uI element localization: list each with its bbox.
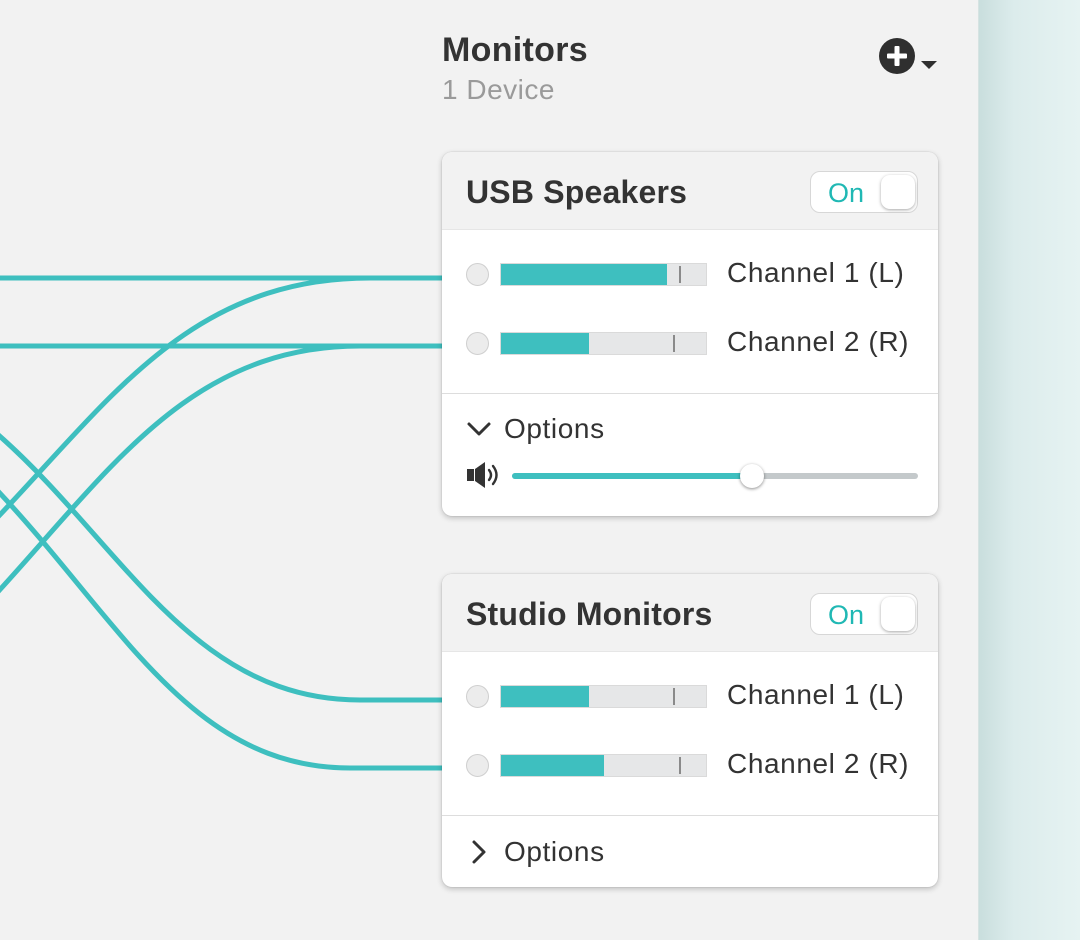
- channel-input-port[interactable]: [466, 332, 489, 355]
- device-name: Studio Monitors: [466, 596, 713, 632]
- channel-label: Channel 2 (R): [727, 326, 910, 357]
- options-panel: Options: [442, 393, 938, 516]
- chevron-down-icon: [467, 422, 491, 436]
- channel-list: Channel 1 (L) Channel 2 (R): [442, 652, 938, 815]
- level-meter-fill: [501, 333, 590, 354]
- device-power-toggle[interactable]: On: [810, 171, 918, 213]
- options-label: Options: [504, 836, 605, 867]
- level-meter-peak: [673, 688, 676, 705]
- caret-down-icon: [921, 61, 937, 69]
- channel-label: Channel 1 (L): [727, 679, 905, 710]
- level-meter-fill: [501, 755, 604, 776]
- volume-slider[interactable]: [466, 460, 918, 490]
- device-count: 1 Device: [442, 74, 555, 105]
- wire-usb-ch2-curve: [0, 343, 477, 594]
- level-meter-fill: [501, 264, 668, 285]
- channel-row: Channel 1 (L): [442, 240, 938, 309]
- toggle-knob: [881, 175, 915, 209]
- device-card-header: Studio Monitors On: [442, 574, 938, 652]
- toggle-knob: [881, 597, 915, 631]
- toggle-label: On: [828, 600, 865, 630]
- device-name: USB Speakers: [466, 174, 688, 210]
- level-meter: [500, 263, 707, 286]
- add-device-button[interactable]: [876, 36, 942, 76]
- device-card-usb-speakers: USB Speakers On Channel 1 (L): [442, 152, 938, 516]
- channel-label: Channel 1 (L): [727, 257, 905, 288]
- options-label: Options: [504, 413, 605, 444]
- level-meter-peak: [673, 335, 676, 352]
- channel-row: Channel 1 (L): [442, 662, 938, 731]
- level-meter: [500, 332, 707, 355]
- right-panel-edge: [978, 0, 1080, 940]
- level-meter-fill: [501, 686, 590, 707]
- device-card-header: USB Speakers On: [442, 152, 938, 230]
- channel-row: Channel 2 (R): [442, 731, 938, 800]
- channel-list: Channel 1 (L) Channel 2 (R): [442, 230, 938, 393]
- level-meter: [500, 754, 707, 777]
- chevron-right-icon: [472, 840, 486, 864]
- level-meter-peak: [679, 757, 682, 774]
- wire-studio-ch2: [0, 489, 477, 771]
- volume-track-fill: [512, 473, 752, 479]
- channel-row: Channel 2 (R): [442, 309, 938, 378]
- channel-input-port[interactable]: [466, 754, 489, 777]
- volume-track[interactable]: [512, 464, 918, 488]
- speaker-volume-icon: [467, 462, 498, 488]
- channel-input-port[interactable]: [466, 263, 489, 286]
- options-expander[interactable]: Options: [466, 412, 605, 446]
- plus-circle-icon: [879, 38, 915, 74]
- level-meter-peak: [679, 266, 682, 283]
- wire-usb-ch1-curve: [0, 275, 479, 519]
- device-power-toggle[interactable]: On: [810, 593, 918, 635]
- options-expander[interactable]: Options: [466, 835, 605, 869]
- toggle-label: On: [828, 178, 865, 208]
- options-panel: Options: [442, 815, 938, 887]
- wire-studio-ch1: [0, 433, 479, 703]
- channel-label: Channel 2 (R): [727, 748, 910, 779]
- device-card-studio-monitors: Studio Monitors On Channel 1 (L): [442, 574, 938, 887]
- channel-input-port[interactable]: [466, 685, 489, 708]
- level-meter: [500, 685, 707, 708]
- page-title: Monitors: [442, 31, 588, 69]
- volume-thumb[interactable]: [739, 464, 764, 488]
